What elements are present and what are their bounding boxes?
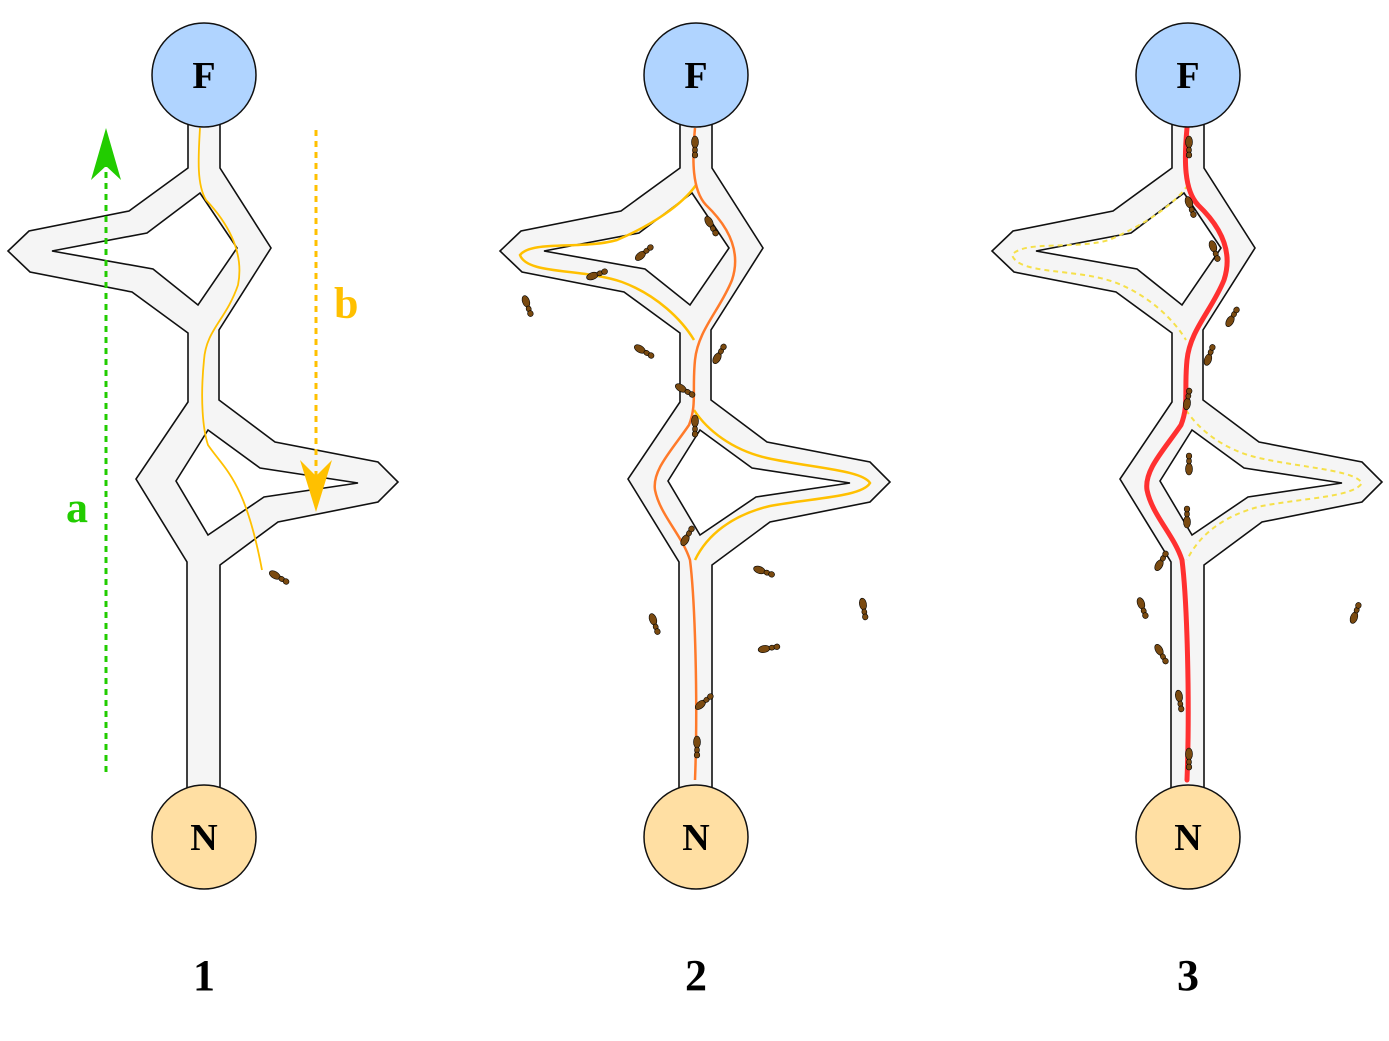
nest-node-label: N <box>1174 817 1201 859</box>
ant-icon <box>521 295 534 317</box>
ant-icon <box>1175 689 1185 713</box>
ant-icon <box>694 693 714 710</box>
ant-icon <box>704 216 719 237</box>
ant-icon <box>1185 135 1193 159</box>
food-node-label: F <box>1176 55 1199 97</box>
ant-icon <box>1183 387 1193 411</box>
arrow-b-label: b <box>334 279 358 328</box>
ant-icon <box>675 383 696 398</box>
panel-3: F N 3 <box>990 22 1384 1000</box>
food-node-label: F <box>192 55 215 97</box>
food-node-label: F <box>684 55 707 97</box>
pheromone-trail <box>197 127 263 571</box>
ant-icon <box>1184 196 1197 218</box>
arrow-a: a <box>66 128 121 772</box>
panel-label: 1 <box>193 951 215 1000</box>
panel-label: 3 <box>1177 951 1199 1000</box>
ant-icon <box>1185 452 1193 476</box>
nest-node-label: N <box>682 817 709 859</box>
ant-icon <box>634 244 654 261</box>
ant-icon <box>1136 597 1149 619</box>
nest-node: N <box>1135 784 1241 890</box>
arrow-b: b <box>300 130 358 512</box>
panel-label: 2 <box>685 951 707 1000</box>
pheromone-trail-short <box>653 127 737 781</box>
pheromone-trail-long-upper <box>1010 184 1189 341</box>
ant-icon <box>1154 550 1169 571</box>
ant-icon <box>693 735 701 759</box>
ant-icon <box>1183 505 1191 529</box>
pheromone-trail-long-upper <box>518 184 698 341</box>
ant-icon <box>1154 644 1169 665</box>
food-node: F <box>151 22 257 128</box>
panel-2: F N 2 <box>498 22 892 1000</box>
ant-icon <box>648 613 661 635</box>
ant-icon <box>691 414 699 438</box>
ant-icon <box>691 135 699 159</box>
ant-icon <box>753 565 775 578</box>
arrow-a-label: a <box>66 483 88 532</box>
channel-network <box>6 117 400 791</box>
ant-icon <box>269 570 290 585</box>
nest-node-label: N <box>190 817 217 859</box>
nest-node: N <box>151 784 257 890</box>
ant-icon <box>680 525 695 546</box>
ant-icon <box>1349 602 1362 624</box>
food-node: F <box>1135 22 1241 128</box>
ant-icon <box>757 643 781 653</box>
ant-icon <box>1185 747 1193 771</box>
ant-icon <box>859 597 869 621</box>
nest-node: N <box>643 784 749 890</box>
ant-icon <box>1208 240 1221 262</box>
food-node: F <box>643 22 749 128</box>
ant-icon <box>712 343 727 364</box>
ant-icon <box>634 344 655 359</box>
ant-icon <box>586 268 608 281</box>
ant-icon <box>1203 344 1216 366</box>
ant-icon <box>1225 306 1240 327</box>
pheromone-trail-long-lower <box>692 409 872 561</box>
